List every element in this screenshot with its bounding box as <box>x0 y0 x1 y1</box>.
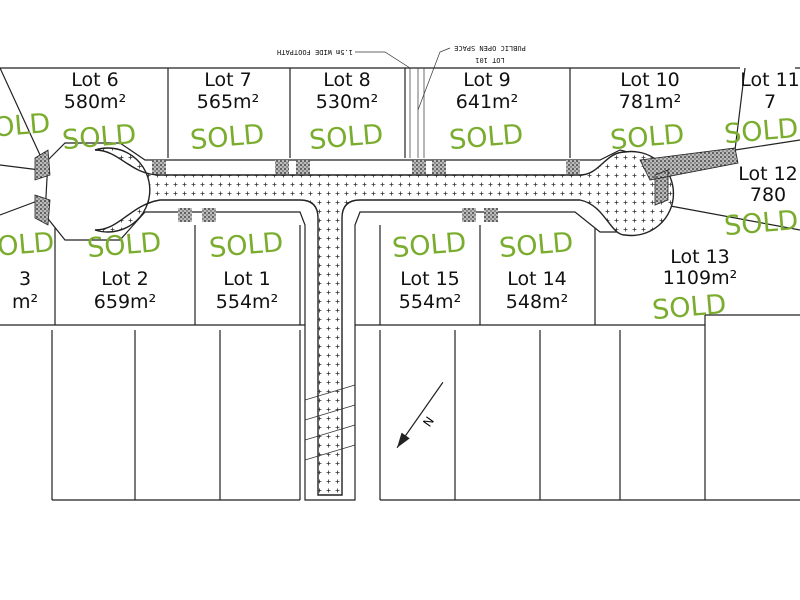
svg-text:659m²: 659m² <box>94 291 156 313</box>
svg-text:641m²: 641m² <box>456 91 518 113</box>
svg-text:Lot 7: Lot 7 <box>204 69 251 91</box>
svg-text:Lot 9: Lot 9 <box>463 69 510 91</box>
svg-text:Lot 8: Lot 8 <box>323 69 370 91</box>
lot-boundaries <box>0 67 800 501</box>
sold-badge: SOLD <box>448 119 525 156</box>
sold-badge: SOLD <box>208 227 285 264</box>
sold-badge: SOLD <box>86 227 163 264</box>
sold-badge: SOLD <box>723 205 800 242</box>
sold-badge: SOLD <box>0 227 56 264</box>
sold-badge: SOLD <box>391 227 468 264</box>
north-label: N <box>420 414 437 429</box>
svg-text:530m²: 530m² <box>316 91 378 113</box>
svg-text:548m²: 548m² <box>506 291 568 313</box>
svg-text:1109m²: 1109m² <box>663 267 737 289</box>
svg-text:7: 7 <box>764 91 776 113</box>
sold-badge: SOLD <box>308 119 385 156</box>
svg-text:Lot 14: Lot 14 <box>507 268 567 290</box>
lot-3[interactable]: SOLD 3m² <box>0 227 56 313</box>
open-space-note: PUBLIC OPEN SPACE <box>454 44 526 52</box>
svg-text:781m²: 781m² <box>619 91 681 113</box>
sold-badge: SOLD <box>723 113 800 150</box>
footpath-note: 1.5m WIDE FOOTPATH <box>277 48 353 56</box>
svg-text:Lot 11: Lot 11 <box>740 69 800 91</box>
lot-5[interactable]: SOLD <box>0 108 52 145</box>
sold-badge: SOLD <box>498 227 575 264</box>
svg-text:554m²: 554m² <box>216 291 278 313</box>
svg-text:Lot 6: Lot 6 <box>71 69 118 91</box>
svg-text:580m²: 580m² <box>64 91 126 113</box>
sold-badge: SOLD <box>189 119 266 156</box>
svg-text:Lot 13: Lot 13 <box>670 246 730 268</box>
svg-text:m²: m² <box>12 291 38 313</box>
svg-text:Lot 12: Lot 12 <box>738 163 798 185</box>
svg-text:780: 780 <box>750 184 786 206</box>
svg-text:Lot 15: Lot 15 <box>400 268 460 290</box>
svg-text:565m²: 565m² <box>197 91 259 113</box>
north-arrow: N <box>396 381 444 449</box>
sold-badge: SOLD <box>609 119 686 156</box>
svg-text:Lot 1: Lot 1 <box>223 268 270 290</box>
svg-text:Lot 10: Lot 10 <box>620 69 680 91</box>
svg-text:Lot 2: Lot 2 <box>101 268 148 290</box>
sold-badge: SOLD <box>0 108 52 145</box>
lot-101-note: LOT 101 <box>475 56 505 64</box>
svg-text:554m²: 554m² <box>399 291 461 313</box>
sold-badge: SOLD <box>61 119 138 156</box>
sold-badge: SOLD <box>651 289 728 326</box>
road-reserve <box>34 68 739 501</box>
svg-text:3: 3 <box>19 268 31 290</box>
